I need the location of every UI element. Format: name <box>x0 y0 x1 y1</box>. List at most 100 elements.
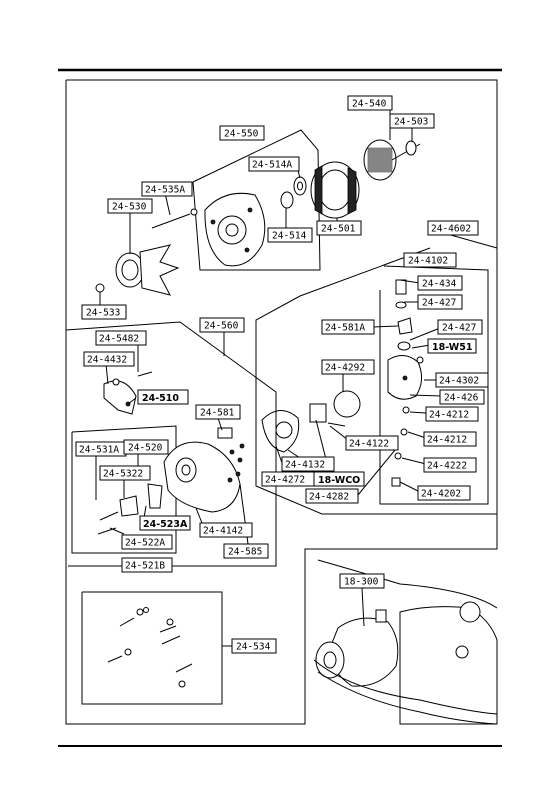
leader-24-4202 <box>399 481 421 493</box>
label-24-533: 24-533 <box>81 304 127 320</box>
label-24-501: 24-501 <box>316 220 362 236</box>
leader-24-510 <box>127 397 137 405</box>
svg-text:24-4102: 24-4102 <box>408 256 448 267</box>
svg-text:24-550: 24-550 <box>224 129 259 140</box>
svg-text:18-300: 18-300 <box>344 577 379 588</box>
svg-text:24-514: 24-514 <box>272 231 307 242</box>
label-24-4132: 24-4132 <box>281 456 335 472</box>
leader-24-4282 <box>357 449 396 496</box>
label-24-4432: 24-4432 <box>83 351 135 367</box>
label-24-427-a: 24-427 <box>417 294 463 310</box>
svg-text:24-4212: 24-4212 <box>427 435 467 446</box>
svg-text:24-4282: 24-4282 <box>309 492 349 503</box>
svg-text:24-4302: 24-4302 <box>439 376 479 387</box>
mounting-bolt-parts <box>107 607 193 688</box>
leader-24-4222 <box>401 457 427 465</box>
rotor-part <box>363 139 421 181</box>
svg-text:24-4132: 24-4132 <box>285 460 325 471</box>
svg-text:24-5322: 24-5322 <box>103 469 143 480</box>
svg-text:24-533: 24-533 <box>86 308 120 319</box>
label-24-427-b: 24-427 <box>437 319 483 335</box>
label-24-5482: 24-5482 <box>95 330 147 346</box>
label-18-WCO: 18-WCO <box>313 471 365 487</box>
regulator-group-frame <box>255 231 498 515</box>
label-24-4102: 24-4102 <box>403 252 457 268</box>
label-24-535A: 24-535A <box>141 181 193 197</box>
label-24-521B: 24-521B <box>121 557 173 573</box>
label-24-4292: 24-4292 <box>321 359 375 375</box>
bearing-part <box>280 176 307 209</box>
leader-24-4122 <box>329 425 349 441</box>
leader-24-427b <box>409 327 441 341</box>
svg-text:24-4222: 24-4222 <box>427 461 467 472</box>
label-24-531A: 24-531A <box>75 441 127 457</box>
svg-text:24-520: 24-520 <box>128 443 163 454</box>
pulley-fan-part <box>95 244 180 296</box>
svg-text:24-4142: 24-4142 <box>203 526 243 537</box>
svg-text:24-522A: 24-522A <box>125 538 165 549</box>
leader-18-W51 <box>411 344 431 349</box>
label-24-530: 24-530 <box>107 198 153 214</box>
label-24-4142: 24-4142 <box>199 522 253 538</box>
capacitor-parts <box>97 483 163 535</box>
label-24-540: 24-540 <box>347 95 393 111</box>
svg-text:24-540: 24-540 <box>352 99 387 110</box>
svg-text:24-581: 24-581 <box>200 408 235 419</box>
leader-24-535A <box>164 192 171 216</box>
label-24-4272: 24-4272 <box>261 471 315 487</box>
label-18-300: 18-300 <box>339 573 385 589</box>
svg-text:24-4292: 24-4292 <box>325 363 365 374</box>
svg-text:24-523A: 24-523A <box>143 519 188 530</box>
label-24-4212-a: 24-4212 <box>425 406 479 422</box>
svg-text:24-531A: 24-531A <box>79 445 119 456</box>
label-24-4602: 24-4602 <box>427 220 479 236</box>
front-subframe <box>71 425 177 554</box>
label-24-550: 24-550 <box>219 125 265 141</box>
label-24-581: 24-581 <box>195 404 241 420</box>
stator-part <box>310 161 360 219</box>
svg-text:24-5482: 24-5482 <box>99 334 139 345</box>
svg-text:24-510: 24-510 <box>142 393 179 404</box>
label-24-4122: 24-4122 <box>345 435 399 451</box>
svg-text:24-4272: 24-4272 <box>265 475 305 486</box>
label-24-503: 24-503 <box>389 113 435 129</box>
svg-text:24-585: 24-585 <box>228 547 262 558</box>
label-24-520: 24-520 <box>123 439 169 455</box>
label-24-4282: 24-4282 <box>305 488 359 504</box>
leader-24-4212b <box>407 431 427 439</box>
label-18-W51: 18-W51 <box>427 338 477 354</box>
svg-text:24-426: 24-426 <box>444 393 479 404</box>
svg-text:18-W51: 18-W51 <box>432 342 472 353</box>
leader-24-434 <box>399 279 421 284</box>
label-24-4222: 24-4222 <box>423 457 477 473</box>
outer-frame <box>65 79 498 725</box>
label-24-4212-b: 24-4212 <box>423 431 477 447</box>
leader-24-581A <box>372 325 399 328</box>
label-24-560: 24-560 <box>199 317 245 333</box>
rear-bracket-part <box>204 192 266 267</box>
label-24-434: 24-434 <box>417 275 463 291</box>
label-24-4202: 24-4202 <box>417 485 471 501</box>
label-24-581A: 24-581A <box>321 319 375 335</box>
label-24-523A: 24-523A <box>139 515 191 531</box>
label-24-4302: 24-4302 <box>435 372 489 388</box>
label-24-585: 24-585 <box>223 543 269 559</box>
leader-24-426 <box>409 394 443 397</box>
svg-text:18-WCO: 18-WCO <box>318 475 360 486</box>
svg-text:24-434: 24-434 <box>422 279 457 290</box>
label-24-426: 24-426 <box>439 389 485 405</box>
front-housing-part <box>163 427 245 513</box>
brush-holder-parts <box>261 390 361 453</box>
svg-text:24-581A: 24-581A <box>325 323 365 334</box>
svg-text:24-560: 24-560 <box>204 321 239 332</box>
leader-24-4212a <box>409 411 427 414</box>
svg-text:24-534: 24-534 <box>236 642 271 653</box>
leader-24-4432 <box>105 363 109 385</box>
svg-text:24-535A: 24-535A <box>145 185 185 196</box>
svg-text:24-4212: 24-4212 <box>429 410 469 421</box>
svg-text:24-503: 24-503 <box>394 117 428 128</box>
leader-18-300 <box>361 587 365 627</box>
svg-text:24-530: 24-530 <box>112 202 147 213</box>
svg-text:24-4432: 24-4432 <box>87 355 127 366</box>
svg-text:24-514A: 24-514A <box>252 160 292 171</box>
